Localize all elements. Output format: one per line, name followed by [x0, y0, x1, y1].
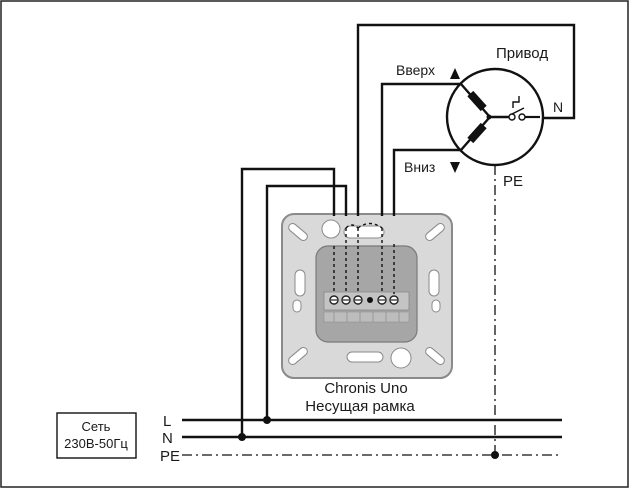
switch-bimetal: [512, 96, 520, 108]
frame-slot: [428, 269, 440, 297]
up-label: Вверх: [396, 62, 435, 78]
screw-terminal: [329, 295, 339, 305]
wire-down-to-motor: [392, 143, 464, 216]
frame-slot: [294, 269, 306, 297]
screw-terminal: [353, 295, 363, 305]
wire-n-to-motor: [356, 23, 576, 216]
device-name-label: Chronis Uno: [324, 380, 407, 397]
junction-dot: [491, 451, 499, 459]
junction-dot: [263, 416, 271, 424]
frame-slot: [288, 347, 308, 365]
wire-l-to-device: [265, 184, 348, 420]
screw-terminal: [377, 295, 387, 305]
down-label: Вниз: [404, 159, 435, 175]
terminal-dot: [367, 297, 373, 303]
arrow-down-icon: [450, 162, 460, 173]
frame-hole: [321, 219, 341, 239]
winding-coil-down: [467, 122, 487, 144]
frame-slot: [343, 225, 385, 239]
screw-terminal: [341, 295, 351, 305]
frame-slot: [288, 223, 308, 241]
motor-symbol: [445, 67, 545, 167]
device-part-label: Несущая рамка: [305, 398, 415, 415]
wire-n-to-device: [240, 167, 336, 437]
dashed-bridge: [345, 224, 359, 229]
screw-terminal: [389, 295, 399, 305]
frame-slot: [431, 299, 441, 313]
mains-box: [56, 412, 137, 459]
winding-coil-up: [467, 90, 487, 112]
bus-l-label: L: [163, 413, 171, 430]
motor-label: Привод: [496, 45, 548, 62]
switch-blade: [511, 107, 525, 115]
frame-hole: [390, 347, 412, 369]
arrow-up-icon: [450, 68, 460, 79]
terminal-rail: [323, 311, 410, 323]
switch-contact: [508, 113, 516, 121]
mains-label-line1: Сеть: [82, 419, 111, 434]
bus-n-label: N: [162, 430, 173, 447]
mains-label-line2: 230В-50Гц: [64, 436, 128, 451]
mounting-frame: [281, 213, 453, 379]
frame-slot: [292, 299, 302, 313]
frame-slot: [425, 347, 445, 365]
frame-slot: [425, 223, 445, 241]
switch-contact: [518, 113, 526, 121]
n-terminal-label: N: [553, 99, 563, 115]
bus-pe-label: PE: [160, 448, 180, 465]
pe-terminal-label: PE: [503, 173, 523, 190]
dashed-bridge: [357, 222, 383, 229]
junction-dot: [238, 433, 246, 441]
frame-slot: [346, 351, 384, 363]
winding-center: [486, 114, 492, 120]
